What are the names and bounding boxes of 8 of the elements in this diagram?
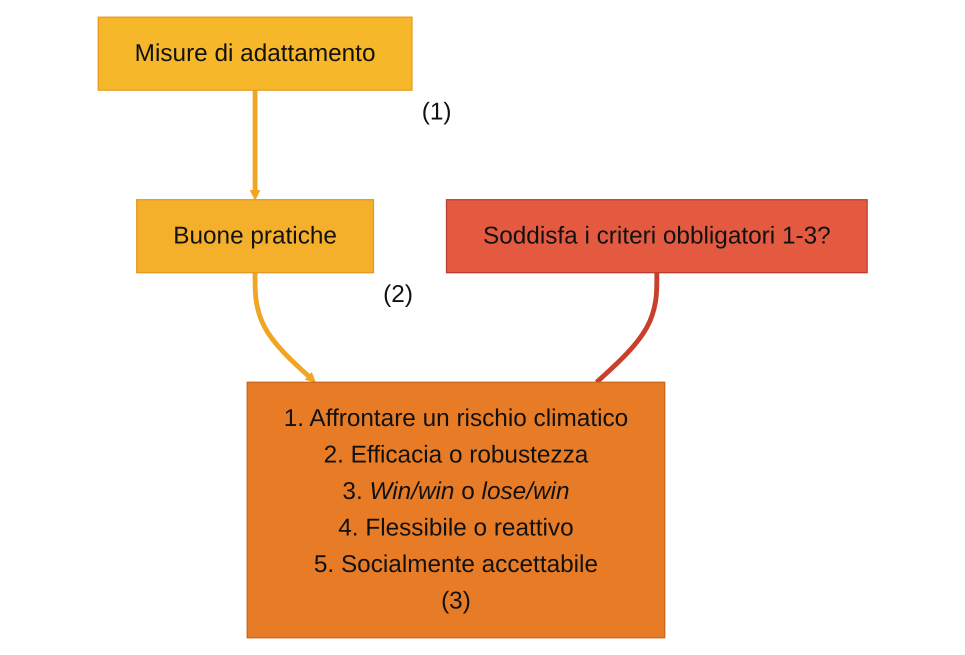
node-number: (2) [383, 280, 413, 308]
node-box: Soddisfa i criteri obbligatori 1-3? [446, 199, 868, 274]
node-box: 1. Affrontare un rischio climatico 2. Efficacia o robustezza 3. Win/win o lose/win 4. Flessibile o reattivo 5. Socialmente accettabile (3) [246, 382, 666, 638]
node-number: (1) [422, 98, 452, 126]
node-box: Buone pratiche [136, 199, 374, 274]
node-box: Misure di adattamento [97, 16, 412, 91]
arrow [252, 272, 316, 383]
arrow [250, 90, 260, 200]
